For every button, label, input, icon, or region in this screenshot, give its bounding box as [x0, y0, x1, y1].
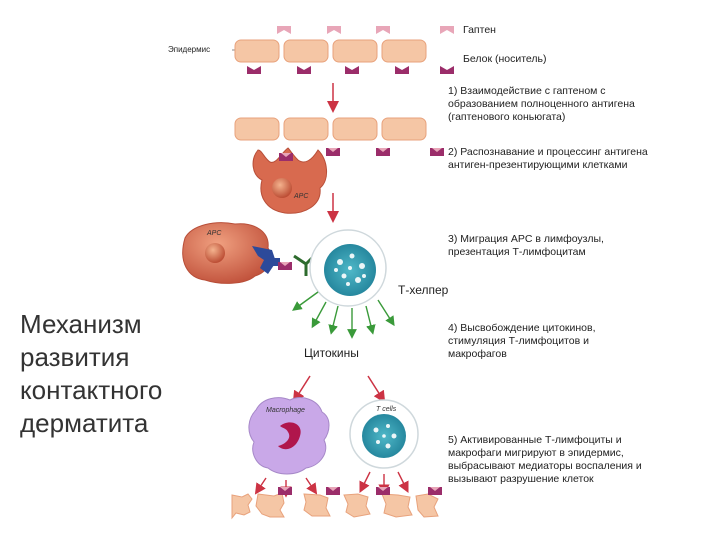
title-line-3: контактного	[20, 375, 163, 405]
step-5: 5) Активированные Т-лимфоциты и макрофаг…	[448, 434, 642, 485]
epidermis-label: Эпидермис	[168, 45, 211, 54]
apc-small-label: APC	[294, 193, 309, 200]
carrier-protein-label: Белок (носитель)	[463, 53, 547, 65]
macrophage-cell	[248, 397, 330, 475]
step-4: 4) Высвобождение цитокинов, стимуляция Т…	[448, 322, 596, 360]
epidermis-row-2	[234, 117, 444, 156]
cytokine-arrows	[292, 291, 395, 339]
t-cells-activated	[349, 399, 419, 469]
t-helper-label: Т-хелпер	[398, 283, 449, 297]
epidermis-row-3	[231, 487, 442, 520]
apc-presenting-cell	[182, 222, 292, 284]
hapten-label: Гаптен	[463, 24, 496, 36]
step-1: 1) Взаимодействие с гаптеном с образован…	[448, 85, 635, 123]
arrow-to-tcells	[367, 375, 386, 404]
title-line-4: дерматита	[20, 408, 149, 438]
step-3: 3) Миграция APC в лимфоузлы, презентация…	[448, 233, 604, 258]
page-title: Механизм развития контактного дерматита	[20, 308, 162, 440]
t-helper-cell	[293, 229, 387, 307]
epidermis-row-1	[232, 26, 454, 74]
step-2: 2) Распознавание и процессинг антигена а…	[448, 146, 648, 171]
cytokines-label: Цитокины	[304, 346, 359, 360]
t-cells-label: T cells	[376, 406, 397, 413]
title-line-1: Механизм	[20, 309, 142, 339]
apc-cell-label: APC	[207, 230, 222, 237]
apc-capturing-cell	[252, 147, 327, 214]
arrow-to-macrophage	[292, 375, 311, 404]
macrophage-label: Macrophage	[266, 407, 305, 414]
title-line-2: развития	[20, 342, 130, 372]
